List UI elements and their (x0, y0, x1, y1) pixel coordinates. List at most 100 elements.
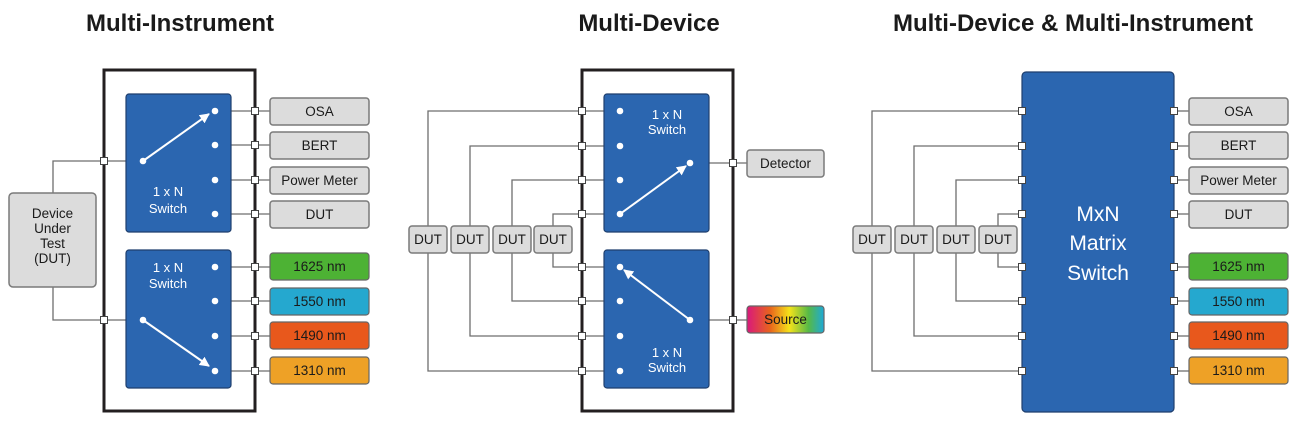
wire-dut4-top (552, 213, 620, 226)
port (251, 141, 259, 149)
port (251, 176, 259, 184)
switch-top (603, 93, 710, 233)
switch-label-line1: 1 x N (652, 345, 682, 360)
source-1550-box (1188, 287, 1289, 316)
wire-dut2-bottom (469, 253, 620, 337)
source-1490-label: 1490 nm (293, 328, 346, 343)
port (251, 263, 259, 271)
title-multi-device: Multi-Device (578, 10, 719, 37)
switch-bottom (125, 249, 232, 389)
osa-box (269, 97, 370, 126)
matrix-label-line1: MxN (1076, 203, 1119, 226)
dut-box-4 (978, 225, 1018, 254)
wire-dut2-top (469, 145, 620, 226)
switch-dot (616, 367, 624, 375)
wire-dut1-bottom (871, 253, 1022, 372)
port (251, 367, 259, 375)
switch-dot (616, 107, 624, 115)
power-meter-box (1188, 166, 1289, 195)
wire-dut1-bottom (427, 253, 620, 372)
switch-label-line1: 1 x N (652, 107, 682, 122)
wire-dut2-bottom (913, 253, 1022, 337)
dut-label-3: DUT (498, 232, 526, 247)
source-1310-box (1188, 356, 1289, 385)
switch-dot (616, 263, 624, 271)
dut-instrument-label: DUT (306, 207, 334, 222)
switch-dot (211, 263, 219, 271)
dut-label-1: DUT (858, 232, 886, 247)
switch-dot (616, 142, 624, 150)
dut-device-line2: Under (34, 221, 71, 236)
dut-label-1: DUT (414, 232, 442, 247)
osa-label: OSA (305, 104, 334, 119)
bert-box (1188, 131, 1289, 160)
wire-dut4-top (997, 213, 1022, 226)
enclosure-frame (102, 68, 257, 413)
power-meter-label: Power Meter (281, 173, 358, 188)
switch-label-line1: 1 x N (153, 184, 183, 199)
panel-multi-device: 1 x N Switch 1 x N Switch DUT DUT DUT DU… (408, 68, 825, 413)
bert-label: BERT (1221, 138, 1257, 153)
switch-bottom (603, 249, 710, 389)
port (1018, 107, 1026, 115)
wire-dut-top (52, 160, 104, 193)
switch-dot (686, 159, 694, 167)
dut-instrument-box (1188, 200, 1289, 229)
wire-dut1-top (427, 110, 620, 226)
port (578, 210, 586, 218)
source-1310-label: 1310 nm (293, 363, 346, 378)
dut-device-line3: Test (40, 236, 65, 251)
switch-dot (616, 176, 624, 184)
dut-device-line1: Device (32, 206, 73, 221)
matrix-label-line3: Switch (1067, 262, 1129, 285)
dut-box-1 (408, 225, 448, 254)
switch-dot (211, 367, 219, 375)
dut-instrument-box (269, 200, 370, 229)
wire-dut1-top (871, 110, 1022, 226)
port (1170, 367, 1178, 375)
port (1170, 297, 1178, 305)
wire-dut4-bottom (552, 253, 620, 268)
source-1310-box (269, 356, 370, 385)
switch-dot (211, 141, 219, 149)
switch-arm (623, 269, 691, 321)
switch-top (125, 93, 232, 233)
switch-label-line2: Switch (149, 276, 187, 291)
device-under-test-box (8, 192, 97, 288)
port (578, 367, 586, 375)
dut-box-3 (936, 225, 976, 254)
switch-dot (616, 297, 624, 305)
panel-matrix: MxN Matrix Switch DUT DUT DUT DUT OSA BE (852, 71, 1289, 413)
dut-box-2 (894, 225, 934, 254)
dut-device-line4: (DUT) (34, 251, 71, 266)
port (1018, 297, 1026, 305)
port (1170, 263, 1178, 271)
switch-dot (211, 210, 219, 218)
title-multi-instrument: Multi-Instrument (86, 10, 274, 37)
enclosure-frame (580, 68, 735, 413)
port (578, 297, 586, 305)
wire-dut-bottom (52, 287, 104, 321)
dut-box-2 (450, 225, 490, 254)
dut-label-4: DUT (984, 232, 1012, 247)
dut-box-1 (852, 225, 892, 254)
dut-label-3: DUT (942, 232, 970, 247)
port (1018, 263, 1026, 271)
dut-instrument-label: DUT (1225, 207, 1253, 222)
power-meter-box (269, 166, 370, 195)
port (251, 210, 259, 218)
switch-arm (619, 165, 687, 215)
switch-arm (142, 113, 210, 162)
port (729, 159, 737, 167)
port (100, 316, 108, 324)
source-1625-label: 1625 nm (293, 259, 346, 274)
port (100, 157, 108, 165)
switch-label-line1: 1 x N (153, 260, 183, 275)
source-1625-box (269, 252, 370, 281)
bert-label: BERT (302, 138, 338, 153)
dut-label-2: DUT (456, 232, 484, 247)
source-1490-box (1188, 321, 1289, 350)
switch-label-line2: Switch (648, 360, 686, 375)
wire-dut3-bottom (955, 253, 1022, 302)
